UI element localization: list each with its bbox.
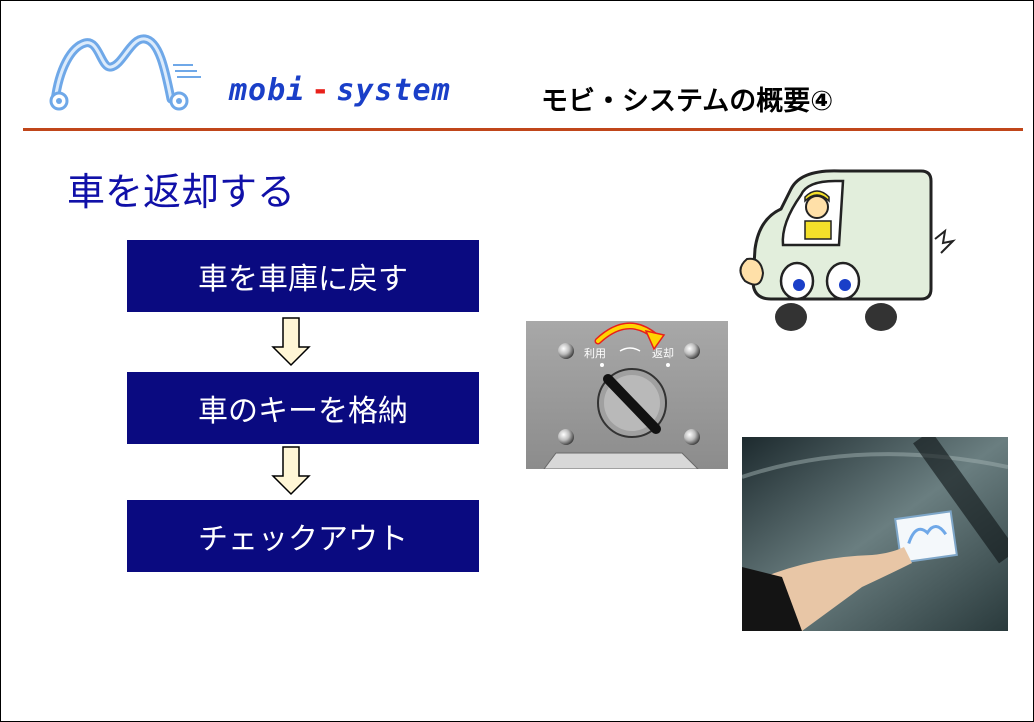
header-divider [23,128,1023,131]
brand-right: system [336,73,451,108]
step-checkout: チェックアウト [127,500,479,572]
panel-label-return: 返却 [652,347,674,360]
step-return-car: 車を車庫に戻す [127,240,479,312]
step-store-key: 車のキーを格納 [127,372,479,444]
step-label: 車のキーを格納 [198,394,408,429]
panel-label-use: 利用 [584,347,606,360]
key-switch-panel: 利用 返却 [526,321,728,469]
brand-wordmark: mobi-system [229,73,451,108]
down-arrow-icon [271,317,311,367]
step-label: 車を車庫に戻す [198,262,408,297]
mobi-logo [49,34,201,111]
brand-left: mobi [229,73,306,108]
brand-dash: - [311,73,331,108]
step-label: チェックアウト [198,522,408,557]
truck-illustration [739,169,957,331]
section-title: 車を返却する [67,170,296,214]
page-title: モビ・システムの概要④ [541,86,834,117]
down-arrow-icon [271,446,311,496]
card-on-windshield-photo [742,437,1008,631]
